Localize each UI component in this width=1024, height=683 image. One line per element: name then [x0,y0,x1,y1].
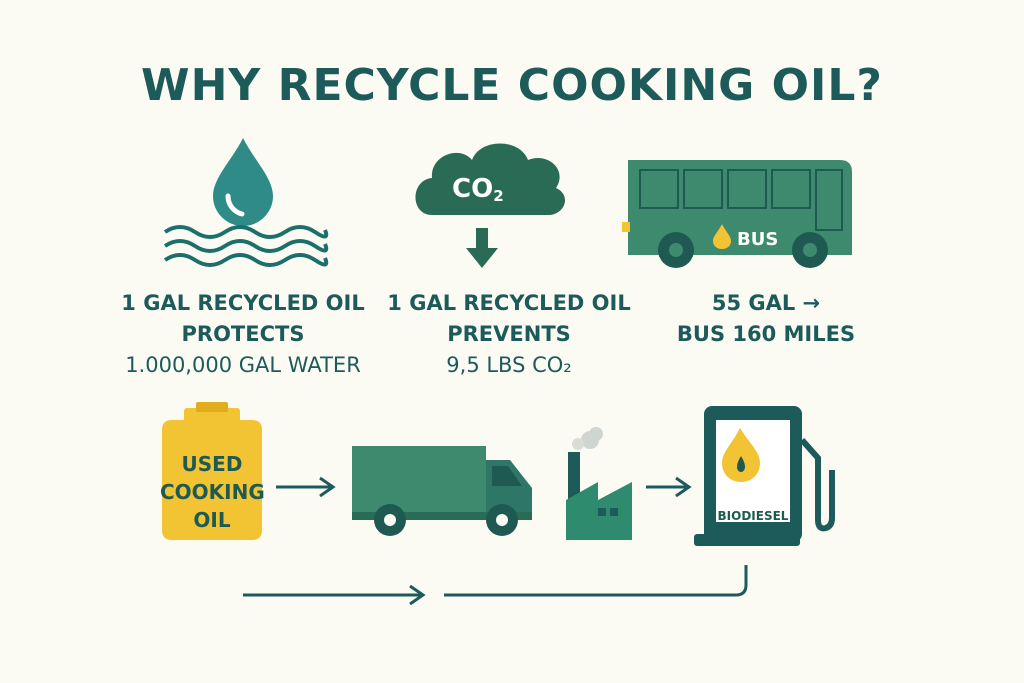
bus-stat: 55 GAL → BUS 160 MILES [676,291,856,346]
arrow-icon [276,476,336,498]
co2-label: CO2 [452,174,504,205]
co2-stat: 1 GAL RECYCLED OIL PREVENTS 9,5 LBS CO₂ [387,291,631,377]
return-arrow-icon [243,565,748,606]
water-drop-waves-icon [163,138,329,267]
biodiesel-label: BIODIESEL [717,509,789,523]
page-title: WHY RECYCLE COOKING OIL? [141,60,883,111]
bus-label: BUS [737,229,779,250]
bus-icon [622,160,852,268]
water-stat: 1 GAL RECYCLED OIL PROTECTS 1.000,000 GA… [121,291,365,377]
fuel-pump-icon [694,406,835,546]
arrow-icon [646,476,692,498]
oil-container-label: USED COOKING OIL [160,452,265,532]
truck-icon [352,446,532,536]
co2-cloud-icon [415,143,565,268]
oil-container-icon [162,402,262,540]
factory-icon [566,427,632,540]
